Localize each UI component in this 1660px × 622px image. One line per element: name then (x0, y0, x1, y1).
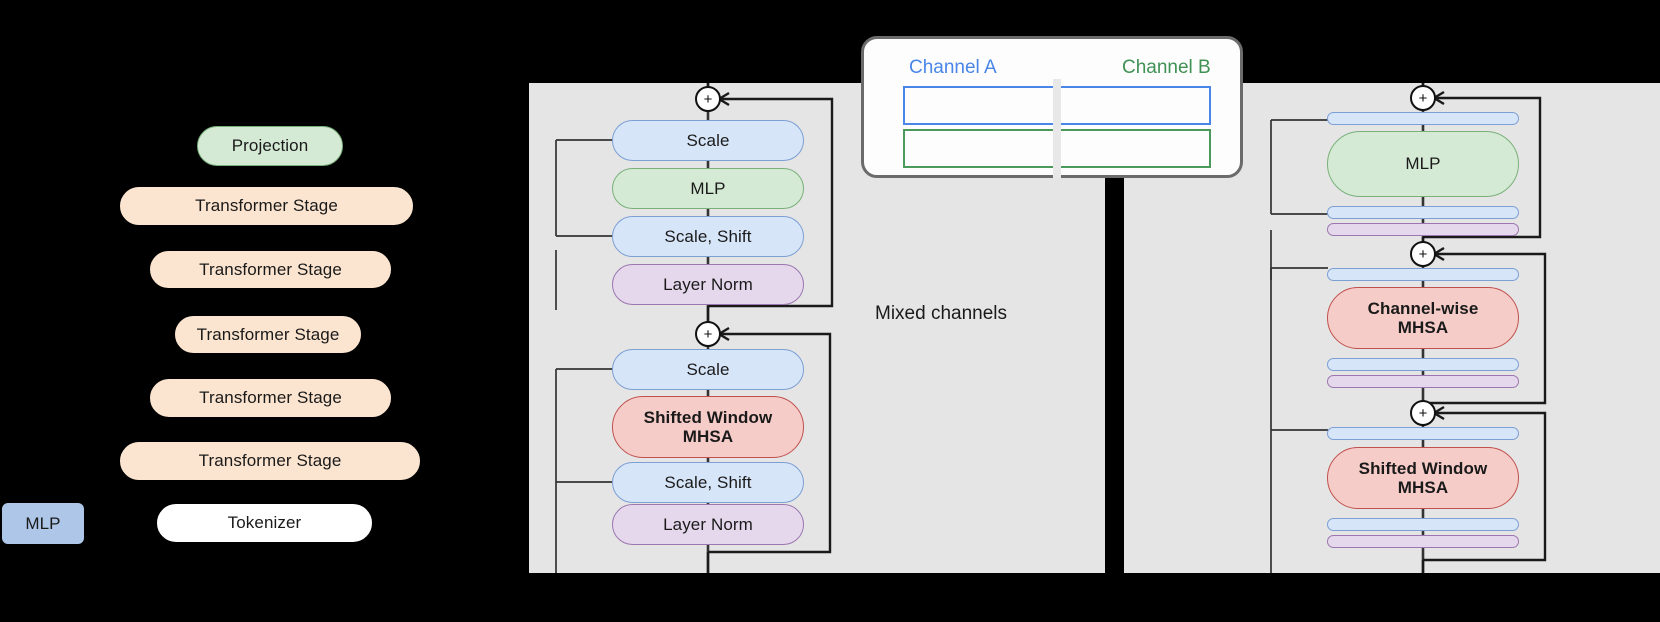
residual-add-right-1: + (1410, 85, 1436, 111)
center-pill-layer-norm-1: Layer Norm (612, 264, 804, 305)
right-bar-layer-norm-3a (1327, 535, 1519, 548)
right-bar-layer-norm-1a (1327, 223, 1519, 236)
arch-pill-transformer-stage-5: Transformer Stage (120, 442, 420, 480)
residual-add-right-3: + (1410, 400, 1436, 426)
mixed-channels-caption: Mixed channels (875, 303, 1008, 324)
center-pill-shifted-window-mhsa: Shifted Window MHSA (612, 396, 804, 458)
right-pill-channel-wise-mhsa: Channel-wise MHSA (1327, 287, 1519, 349)
right-bar-scale-2a (1327, 268, 1519, 281)
center-pill-scale-shift-2: Scale, Shift (612, 462, 804, 503)
center-pill-scale-2: Scale (612, 349, 804, 390)
right-bar-layer-norm-2a (1327, 375, 1519, 388)
right-bar-scale-shift-3a (1327, 518, 1519, 531)
center-pill-layer-norm-2: Layer Norm (612, 504, 804, 545)
legend-mlp-swatch: MLP (2, 503, 84, 544)
right-bar-scale-3a (1327, 427, 1519, 440)
arch-pill-transformer-stage-4: Transformer Stage (150, 379, 391, 417)
arch-pill-transformer-stage-2: Transformer Stage (150, 251, 391, 288)
right-pill-mlp: MLP (1327, 131, 1519, 197)
channel-a-label: Channel A (909, 57, 997, 78)
center-pill-mlp: MLP (612, 168, 804, 209)
residual-add-right-2: + (1410, 241, 1436, 267)
arch-pill-transformer-stage-3: Transformer Stage (175, 316, 361, 353)
channel-split-callout: Channel A Channel B (861, 36, 1243, 179)
arch-pill-tokenizer: Tokenizer (157, 504, 372, 542)
right-pill-shifted-window-mhsa: Shifted Window MHSA (1327, 447, 1519, 509)
channel-b-label: Channel B (1122, 57, 1211, 78)
residual-add-center-upper: + (695, 86, 721, 112)
center-pill-scale-shift-1: Scale, Shift (612, 216, 804, 257)
right-bar-scale-1a (1327, 112, 1519, 125)
right-bar-scale-shift-2a (1327, 358, 1519, 371)
right-bar-scale-shift-1a (1327, 206, 1519, 219)
residual-add-center-lower: + (695, 321, 721, 347)
channel-split-divider (1053, 79, 1061, 179)
arch-pill-transformer-stage-1: Transformer Stage (120, 187, 413, 225)
center-pill-scale-1: Scale (612, 120, 804, 161)
arch-pill-projection: Projection (197, 126, 343, 166)
